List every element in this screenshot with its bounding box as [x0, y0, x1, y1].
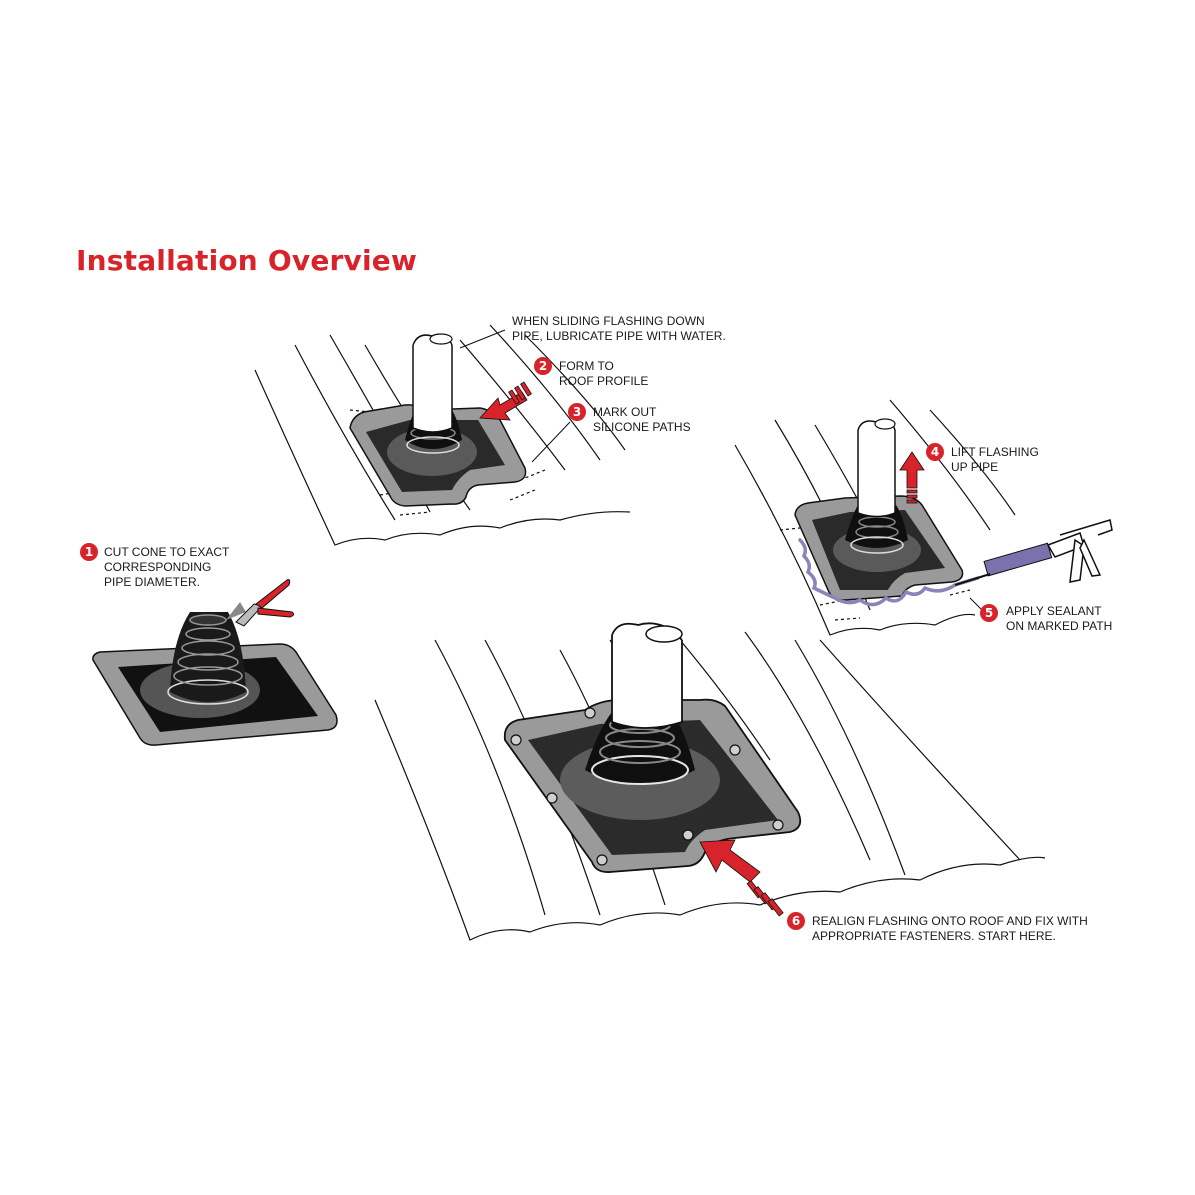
step-2-text: FORM TO ROOF PROFILE	[559, 359, 648, 389]
step-line: REALIGN FLASHING ONTO ROOF AND FIX WITH	[812, 914, 1088, 928]
step-line: LIFT FLASHING	[951, 445, 1039, 459]
step-line: CORRESPONDING	[104, 560, 212, 574]
red-arrow-form	[479, 381, 532, 421]
red-arrow-fix	[699, 839, 784, 917]
cutters-icon	[235, 579, 295, 627]
step-line: CUT CONE TO EXACT	[104, 545, 230, 559]
step-line: MARK OUT	[593, 405, 657, 419]
sealant-bead	[798, 538, 980, 607]
step-6-text: REALIGN FLASHING ONTO ROOF AND FIX WITH …	[812, 914, 1088, 944]
step-line: UP PIPE	[951, 460, 999, 474]
flashing-fixed	[503, 622, 802, 873]
step-line: FORM TO	[559, 359, 614, 373]
flashing-seal	[794, 418, 964, 601]
leader-lines-top	[459, 329, 571, 463]
step-5-text: APPLY SEALANT ON MARKED PATH	[1006, 604, 1112, 634]
step-3-badge: 3	[568, 403, 586, 421]
step-3-text: MARK OUT SILICONE PATHS	[593, 405, 691, 435]
step-5-badge: 5	[980, 604, 998, 622]
step-line: APPLY SEALANT	[1006, 604, 1102, 618]
lubricate-note: WHEN SLIDING FLASHING DOWN PIPE, LUBRICA…	[512, 314, 726, 344]
note-line: WHEN SLIDING FLASHING DOWN	[512, 314, 705, 328]
step-4-badge: 4	[926, 443, 944, 461]
step-1-text: CUT CONE TO EXACT CORRESPONDING PIPE DIA…	[104, 545, 229, 590]
page-title: Installation Overview	[76, 244, 418, 277]
step-line: APPROPRIATE FASTENERS. START HERE.	[812, 929, 1056, 943]
roof-scene-fix	[374, 631, 1046, 941]
sealant-gun-icon	[954, 519, 1113, 586]
step-line: SILICONE PATHS	[593, 420, 691, 434]
flashing-form	[349, 333, 527, 507]
step-line: ON MARKED PATH	[1006, 619, 1113, 633]
step-line: PIPE DIAMETER.	[104, 575, 201, 589]
flashing-cut	[92, 602, 338, 746]
step-line: ROOF PROFILE	[559, 374, 649, 388]
step-4-text: LIFT FLASHING UP PIPE	[951, 445, 1039, 475]
red-arrow-lift	[899, 451, 925, 504]
roof-scene-form	[254, 324, 631, 546]
note-line: PIPE, LUBRICATE PIPE WITH WATER.	[512, 329, 726, 343]
step-2-badge: 2	[534, 357, 552, 375]
step-6-badge: 6	[787, 912, 805, 930]
step-1-badge: 1	[80, 543, 98, 561]
